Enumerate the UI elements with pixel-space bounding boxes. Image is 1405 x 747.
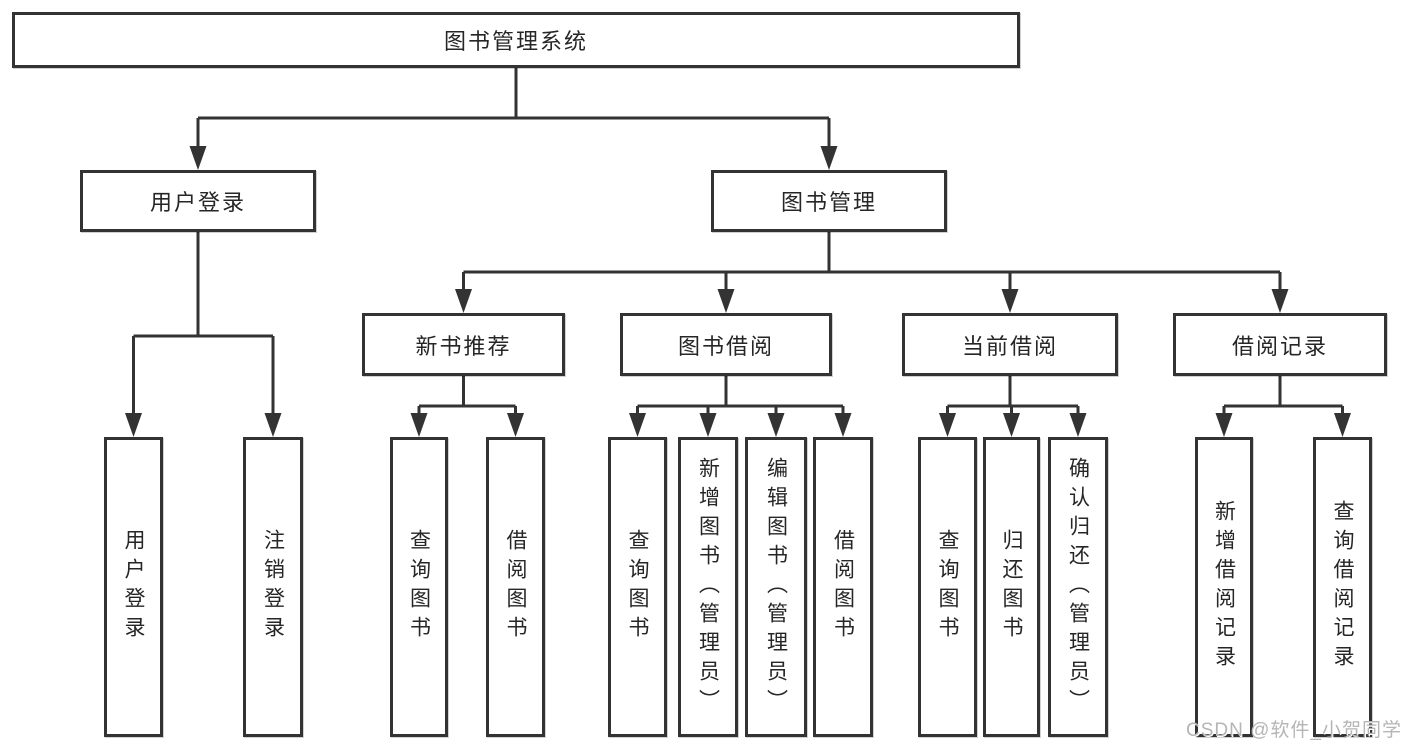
leaf-confirm-return-admin: 确认归还（管理员） <box>1048 437 1108 737</box>
leaf-add-borrow-record: 新增借阅记录 <box>1195 437 1253 737</box>
node-new-book-recommendation: 新书推荐 <box>362 313 565 376</box>
csdn-watermark: CSDN @软件_小贺同学 <box>1186 720 1402 741</box>
leaf-user-login: 用户登录 <box>104 437 163 737</box>
leaf-label: 归还图书 <box>1000 529 1023 645</box>
leaf-label: 注销登录 <box>261 529 285 645</box>
node-book-management: 图书管理 <box>711 170 947 232</box>
leaf-logout: 注销登录 <box>243 437 303 737</box>
node-label: 当前借阅 <box>961 333 1058 359</box>
leaf-label: 新增图书（管理员） <box>696 456 720 718</box>
leaf-query-books-new: 查询图书 <box>390 437 448 737</box>
node-label: 用户登录 <box>149 190 246 215</box>
leaf-borrow-books-new: 借阅图书 <box>486 437 545 737</box>
node-borrowing-records: 借阅记录 <box>1173 313 1387 376</box>
leaf-label: 新增借阅记录 <box>1212 500 1236 674</box>
node-label: 图书管理 <box>780 190 877 215</box>
node-label: 借阅记录 <box>1231 333 1328 359</box>
leaf-label: 用户登录 <box>122 529 145 645</box>
leaf-label: 借阅图书 <box>504 529 527 645</box>
node-label: 图书借阅 <box>677 333 774 359</box>
leaf-query-borrow-record: 查询借阅记录 <box>1313 437 1372 737</box>
node-current-borrowing: 当前借阅 <box>902 313 1118 376</box>
leaf-query-books-current: 查询图书 <box>918 437 977 737</box>
leaf-label: 查询借阅记录 <box>1331 500 1354 674</box>
node-library-management-system: 图书管理系统 <box>12 12 1020 68</box>
node-label: 新书推荐 <box>415 333 512 359</box>
node-user-login: 用户登录 <box>80 170 316 232</box>
leaf-label: 确认归还（管理员） <box>1066 456 1090 718</box>
leaf-return-books: 归还图书 <box>983 437 1040 737</box>
node-book-borrowing: 图书借阅 <box>620 313 832 376</box>
leaf-label: 查询图书 <box>407 529 431 645</box>
leaf-label: 查询图书 <box>936 529 959 645</box>
node-label: 图书管理系统 <box>443 29 588 54</box>
leaf-borrow-books: 借阅图书 <box>813 437 873 737</box>
leaf-edit-books-admin: 编辑图书（管理员） <box>745 437 807 737</box>
leaf-query-books-borrow: 查询图书 <box>608 437 667 737</box>
leaf-label: 借阅图书 <box>831 529 855 645</box>
leaf-label: 编辑图书（管理员） <box>764 456 788 718</box>
leaf-label: 查询图书 <box>626 529 649 645</box>
leaf-add-books-admin: 新增图书（管理员） <box>678 437 738 737</box>
